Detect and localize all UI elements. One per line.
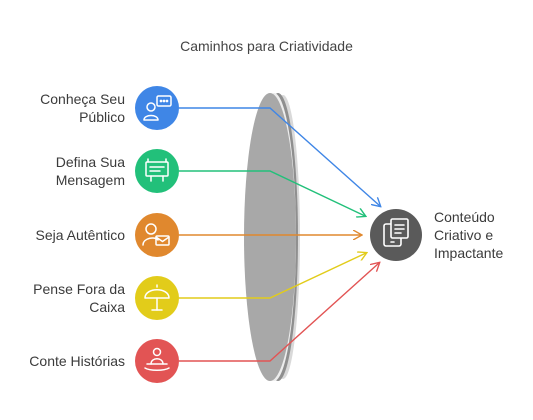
label-line: Pense Fora da (33, 281, 125, 297)
label-line: Caixa (89, 299, 125, 315)
connectors (179, 107, 380, 362)
label-line: Mensagem (55, 172, 125, 188)
storyteller-icon (144, 347, 170, 371)
document-tablet-icon (383, 218, 409, 247)
input-circle (135, 213, 179, 257)
output-label-line: Impactante (434, 245, 504, 261)
connector-defina-sua-mensagem (179, 170, 365, 216)
label-pense-fora-da-caixa: Pense Fora da Caixa (0, 280, 125, 316)
lens (244, 93, 300, 381)
umbrella-icon (144, 284, 170, 311)
connector-conte-historias (179, 263, 379, 362)
label-line: Público (79, 109, 125, 125)
label-seja-autentico: Seja Autêntico (0, 226, 125, 244)
input-node-pense-fora-da-caixa (135, 276, 179, 320)
person-mail-icon (142, 223, 170, 246)
input-circle (135, 86, 179, 130)
connector-conheca-seu-publico (179, 107, 380, 206)
billboard-icon (145, 158, 169, 182)
output-label: Conteúdo Criativo e Impactante (434, 208, 529, 262)
input-node-conte-historias (135, 339, 179, 383)
input-node-defina-sua-mensagem (135, 149, 179, 193)
diagram-title: Caminhos para Criatividade (180, 38, 353, 54)
audience-icon (143, 95, 172, 121)
label-line: Conheça Seu (40, 91, 125, 107)
output-label-line: Criativo e (434, 227, 494, 243)
output-label-line: Conteúdo (434, 209, 495, 225)
connector-pense-fora-da-caixa (179, 253, 366, 299)
label-conheca-seu-publico: Conheça Seu Público (0, 90, 125, 126)
label-conte-historias: Conte Histórias (0, 352, 125, 370)
input-circle (135, 339, 179, 383)
input-node-seja-autentico (135, 213, 179, 257)
input-node-conheca-seu-publico (135, 86, 179, 130)
label-line: Defina Sua (55, 154, 125, 170)
label-line: Seja Autêntico (35, 227, 125, 243)
lens-body (244, 93, 296, 381)
label-line: Conte Histórias (29, 353, 125, 369)
output-node (370, 209, 422, 261)
label-defina-sua-mensagem: Defina Sua Mensagem (0, 153, 125, 189)
